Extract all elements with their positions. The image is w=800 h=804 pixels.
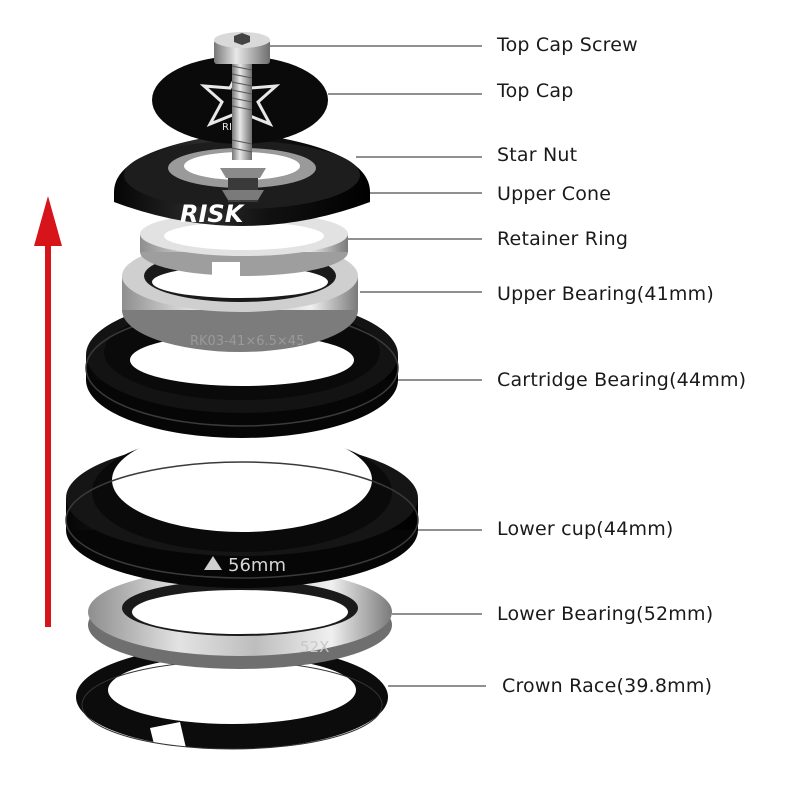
label-upper-bearing: Upper Bearing(41mm) [497,283,714,305]
triangle-icon [204,556,222,570]
lower-bearing-part: 52X [88,568,392,669]
label-cartridge-bearing: Cartridge Bearing(44mm) [497,369,747,391]
retainer-ring-part [140,212,348,276]
lower-bearing-marking: 52X [300,638,329,656]
label-retainer-ring: Retainer Ring [497,228,629,250]
crown-race-part [76,645,388,752]
top-cap-screw-part [214,32,270,160]
lower-cup-part: 56mm [65,428,419,588]
arrow-shaft [45,240,51,627]
label-crown-race: Crown Race(39.8mm) [502,675,713,697]
label-lower-cup: Lower cup(44mm) [497,518,674,540]
direction-arrow [34,196,62,627]
label-top-cap-screw: Top Cap Screw [497,34,638,56]
bearing-marking: RK03-41×6.5×45 [190,334,304,349]
label-star-nut: Star Nut [497,144,578,166]
star-nut-part [220,168,266,202]
leader-lines [268,45,486,687]
brand-logo: RISK [180,200,246,228]
cup-marking: 56mm [228,555,286,576]
label-top-cap: Top Cap [497,80,574,102]
label-upper-cone: Upper Cone [497,183,612,205]
arrow-head [34,196,62,246]
label-lower-bearing: Lower Bearing(52mm) [497,603,714,625]
